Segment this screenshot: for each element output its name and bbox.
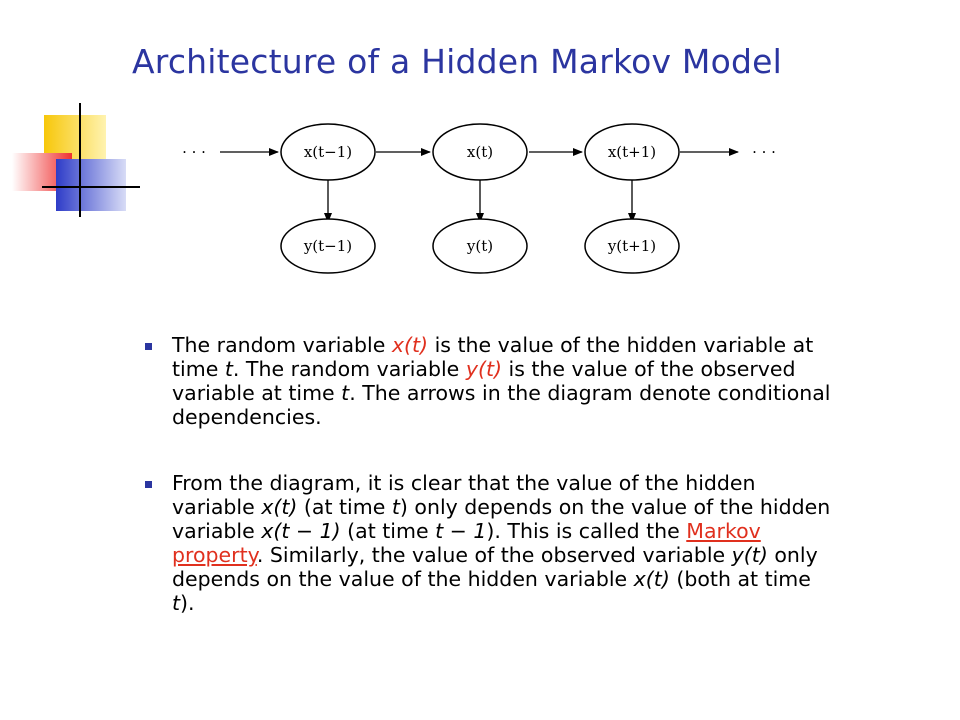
hidden-node-x-t: x(t)	[432, 123, 528, 181]
observed-node-y-t-plus-1: y(t+1)	[584, 218, 680, 274]
bullet-square-icon	[145, 481, 152, 488]
hidden-node-x-t-plus-1: x(t+1)	[584, 123, 680, 181]
hidden-node-x-t-minus-1: x(t−1)	[280, 123, 376, 181]
hidden-node-label: x(t)	[467, 143, 493, 161]
bullet-item-variables: The random variable x(t) is the value of…	[145, 333, 835, 429]
bullet-item-markov-property: From the diagram, it is clear that the v…	[145, 471, 835, 615]
bullet-square-icon	[145, 343, 152, 350]
hidden-node-label: x(t+1)	[608, 143, 656, 161]
deco-blue-square	[56, 159, 126, 211]
observed-node-label: y(t)	[466, 237, 493, 255]
observed-node-y-t-minus-1: y(t−1)	[280, 218, 376, 274]
hidden-node-label: x(t−1)	[304, 143, 352, 161]
hmm-architecture-diagram: · · · · · · x(t−1) x(t) x(t+1) y(t−1) y(…	[182, 123, 776, 274]
ellipsis-right: · · ·	[752, 143, 776, 161]
bullet-text: The random variable x(t) is the value of…	[172, 333, 831, 429]
markov-property-link[interactable]: Markov property	[172, 519, 761, 567]
variable-y-t: y(t)	[465, 357, 502, 381]
observed-node-label: y(t+1)	[607, 237, 656, 255]
decorative-squares-graphic	[12, 103, 140, 217]
ellipsis-left: · · ·	[182, 143, 206, 161]
bullet-text: From the diagram, it is clear that the v…	[172, 471, 831, 615]
observed-node-label: y(t−1)	[303, 237, 352, 255]
slide-title: Architecture of a Hidden Markov Model	[132, 42, 782, 81]
observed-node-y-t: y(t)	[432, 218, 528, 274]
bullet-list: The random variable x(t) is the value of…	[145, 333, 835, 657]
variable-x-t: x(t)	[391, 333, 429, 357]
